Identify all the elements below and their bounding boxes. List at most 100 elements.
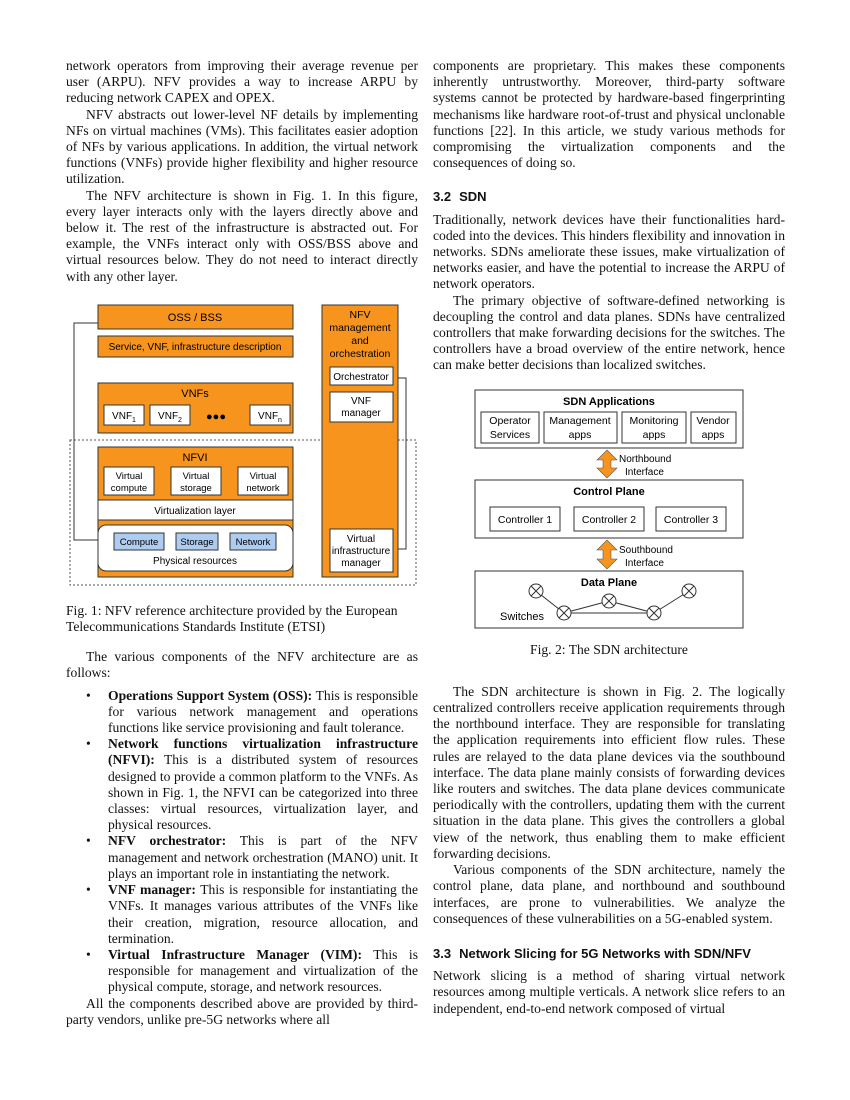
paragraph: Various components of the SDN architectu… [433, 862, 785, 926]
virtual-compute-line-1: Virtual [116, 471, 143, 482]
paragraph: The primary objective of software-define… [433, 292, 785, 373]
ellipsis-dots: ●●● [206, 411, 226, 423]
paragraph: Traditionally, network devices have thei… [433, 211, 785, 292]
app-management-line-2: apps [569, 429, 592, 441]
northbound-line-2: Interface [625, 467, 664, 478]
paragraph: The SDN architecture is shown in Fig. 2.… [433, 683, 785, 861]
paragraph: The various components of the NFV archit… [66, 649, 418, 681]
virtual-storage-line-2: storage [180, 483, 212, 494]
mano-line-2: management [329, 322, 390, 334]
nfvi-label: NFVI [182, 452, 207, 464]
switch-link [608, 600, 655, 614]
definition: This is responsible for management and v… [108, 946, 418, 995]
app-vendor-line-1: Vendor [696, 415, 730, 427]
app-monitoring-line-1: Monitoring [629, 415, 678, 427]
virtual-storage-box [170, 466, 222, 496]
vnfn-box [249, 404, 291, 426]
term: Network functions virtualization infrast… [108, 736, 418, 768]
virtual-storage-line-1: Virtual [183, 471, 210, 482]
southbound-line-2: Interface [625, 558, 664, 569]
vim-line-2: infrastructure [332, 546, 391, 557]
paragraph: The NFV architecture is shown in Fig. 1.… [66, 187, 418, 284]
section-heading-3-2: 3.2 SDN [433, 189, 785, 205]
list-item: Virtual Infrastructure Manager (VIM): Th… [66, 947, 418, 996]
network-box [229, 532, 277, 551]
service-desc-box [97, 335, 294, 358]
virtual-network-line-1: Virtual [250, 471, 277, 482]
section-title: Network Slicing for 5G Networks with SDN… [459, 945, 751, 961]
app-vendor-line-2: apps [702, 429, 725, 441]
southbound-line-1: Southbound [619, 545, 673, 556]
app-operator-line-1: Operator [489, 415, 531, 427]
connector-line [393, 377, 407, 550]
app-management-line-1: Management [549, 415, 610, 427]
term: Operations Support System (OSS): [108, 687, 313, 703]
virtual-network-line-2: network [246, 483, 280, 494]
section-number: 3.2 [433, 189, 452, 205]
vim-box [329, 528, 394, 573]
orchestrator-box [329, 366, 394, 386]
mano-line-4: orchestration [330, 348, 391, 360]
definition: This is responsible for various network … [108, 687, 418, 736]
app-management-box [543, 411, 618, 444]
app-operator-box [480, 411, 540, 444]
component-list: Operations Support System (OSS): This is… [66, 688, 418, 996]
fig1-caption: Fig. 1: NFV reference architecture provi… [66, 602, 398, 635]
fig2-caption: Fig. 2: The SDN architecture [530, 641, 688, 657]
control-plane-title: Control Plane [573, 486, 645, 498]
vnf1-box [103, 404, 145, 426]
vnf-manager-box [329, 391, 394, 423]
controller-2-label: Controller 2 [582, 514, 636, 526]
northbound-line-1: Northbound [619, 454, 671, 465]
definition: This is a distributed system of resource… [108, 752, 418, 833]
paragraph: NFV abstracts out lower-level NF details… [66, 106, 418, 187]
storage-box [175, 532, 219, 551]
paragraph: network operators from improving their a… [66, 58, 418, 106]
connector-line [73, 322, 98, 541]
definition: This is part of the NFV management and n… [108, 833, 418, 881]
vnfs-label: VNFs [181, 388, 209, 400]
vim-line-3: manager [341, 558, 381, 569]
switch-icon [601, 593, 617, 609]
section-title: SDN [459, 189, 487, 205]
virt-layer-box [97, 499, 294, 521]
paragraph: Network slicing is a method of sharing v… [433, 968, 785, 1016]
vnf-manager-line-1: VNF [351, 396, 371, 407]
compute-box [113, 532, 165, 551]
switch-link [563, 600, 610, 614]
vnf2-label: VNF2 [158, 411, 182, 424]
controller-3-box [655, 506, 727, 532]
network-label: Network [236, 537, 271, 548]
switch-icon [556, 605, 572, 621]
section-number: 3.3 [433, 945, 452, 961]
controller-3-label: Controller 3 [664, 514, 718, 526]
controller-1-box [489, 506, 561, 532]
orchestrator-label: Orchestrator [333, 372, 389, 383]
controller-1-label: Controller 1 [498, 514, 552, 526]
term: NFV orchestrator: [108, 833, 227, 849]
northbound-arrow [596, 449, 618, 479]
physical-label: Physical resources [153, 556, 237, 567]
storage-label: Storage [180, 537, 213, 548]
vnf2-box [149, 404, 191, 426]
left-column: network operators from improving their a… [66, 58, 418, 1028]
oss-bss-label: OSS / BSS [168, 312, 222, 324]
switch-icon [528, 583, 544, 599]
vnf-manager-line-2: manager [341, 408, 381, 419]
vnf1-label: VNF1 [112, 411, 136, 424]
nfvi-dotted-region [69, 439, 417, 586]
app-operator-line-2: Services [490, 429, 530, 441]
app-monitoring-line-2: apps [643, 429, 666, 441]
section-heading-3-3: 3.3 Network Slicing for 5G Networks with … [433, 946, 785, 962]
vim-line-1: Virtual [347, 534, 375, 545]
term: VNF manager: [108, 882, 196, 898]
term: Virtual Infrastructure Manager (VIM): [108, 946, 362, 962]
virtual-compute-line-2: compute [111, 483, 147, 494]
app-vendor-box [690, 411, 737, 444]
virt-layer-label: Virtualization layer [154, 506, 236, 517]
mano-line-1: NFV [350, 309, 371, 321]
vnfn-label: VNFn [258, 411, 282, 424]
virtual-compute-box [103, 466, 155, 496]
fig1-nfv-architecture: OSS / BSS Service, VNF, infrastructure d… [69, 304, 417, 586]
paragraph: components are proprietary. This makes t… [433, 58, 785, 171]
